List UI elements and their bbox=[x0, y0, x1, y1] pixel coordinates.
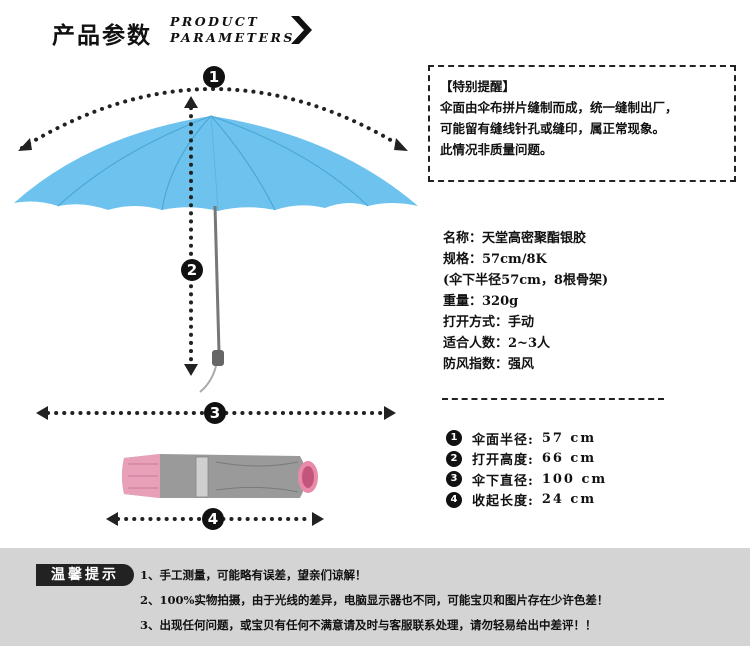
dimension-value: 57 cm bbox=[541, 430, 597, 446]
spec-weight: 重量：320g bbox=[443, 294, 519, 309]
dimension-list: 1 伞面半径: 57 cm 2 打开高度: 66 cm 3 伞下直径: 100 … bbox=[446, 428, 607, 510]
tip-1: 1、手工测量，可能略有误差，望亲们谅解！ bbox=[140, 568, 367, 582]
dimension-value: 66 cm bbox=[541, 451, 597, 467]
dimension-row: 2 打开高度: 66 cm bbox=[446, 449, 607, 470]
dimension-row: 3 伞下直径: 100 cm bbox=[446, 469, 607, 490]
dimension-label: 打开高度: bbox=[472, 453, 534, 469]
notice-line-3: 此情况非质量问题。 bbox=[440, 142, 553, 157]
umbrella-handle bbox=[212, 350, 224, 366]
dimension-label: 收起长度: bbox=[472, 494, 534, 510]
dimension-row: 4 收起长度: 24 cm bbox=[446, 490, 607, 511]
spec-open-mode: 打开方式：手动 bbox=[443, 315, 535, 330]
arc-arrow-left-icon bbox=[18, 138, 32, 151]
marker-1: 1 bbox=[203, 66, 225, 88]
notice-line-1: 伞面由伞布拼片缝制而成，统一缝制出厂， bbox=[440, 100, 678, 115]
marker-3: 3 bbox=[204, 402, 226, 424]
footer-tips: 温馨提示 1、手工测量，可能略有误差，望亲们谅解！ 2、100%实物拍摄，由于光… bbox=[0, 548, 750, 646]
notice-title: 【特别提醒】 bbox=[440, 79, 516, 94]
chevron-right-icon bbox=[291, 16, 312, 44]
tip-2: 2、100%实物拍摄，由于光线的差异，电脑显示器也不同，可能宝贝和图片存在少许色… bbox=[140, 593, 609, 607]
spec-size: 规格：57cm/8K bbox=[443, 252, 547, 267]
diameter-arrow-left-icon bbox=[36, 406, 48, 420]
svg-text:4: 4 bbox=[208, 510, 218, 528]
header-title-cn: 产品参数 bbox=[52, 23, 152, 49]
number-badge-icon: 2 bbox=[446, 450, 462, 467]
spec-capacity: 适合人数：2~3人 bbox=[443, 336, 550, 351]
header-title-en-line1: PRODUCT bbox=[170, 14, 260, 29]
dimension-value: 100 cm bbox=[541, 471, 608, 487]
number-badge-icon: 4 bbox=[446, 491, 462, 508]
radius-dotted-arc bbox=[20, 87, 406, 150]
svg-text:2: 2 bbox=[187, 261, 197, 279]
dimension-label: 伞面半径: bbox=[472, 432, 534, 448]
number-badge-icon: 3 bbox=[446, 471, 462, 488]
umbrella-diagram: 1 2 3 4 bbox=[14, 66, 418, 530]
tips-badge: 温馨提示 bbox=[36, 564, 134, 586]
height-arrow-up-icon bbox=[184, 96, 198, 108]
special-notice-box: 【特别提醒】 伞面由伞布拼片缝制而成，统一缝制出厂， 可能留有缝线针孔或缝印，属… bbox=[428, 65, 736, 182]
diameter-arrow-right-icon bbox=[384, 406, 396, 420]
dimension-row: 1 伞面半径: 57 cm bbox=[446, 428, 607, 449]
number-badge-icon: 1 bbox=[446, 430, 462, 447]
notice-line-2: 可能留有缝线针孔或缝印，属正常现象。 bbox=[440, 121, 666, 136]
spec-name: 名称：天堂高密聚酯银胶 bbox=[443, 231, 587, 246]
marker-4: 4 bbox=[202, 508, 224, 530]
dimension-label: 伞下直径: bbox=[472, 473, 534, 489]
spec-size-note: (伞下半径57cm，8根骨架) bbox=[443, 273, 609, 288]
umbrella-strap bbox=[199, 365, 217, 393]
dimension-value: 24 cm bbox=[541, 492, 597, 508]
svg-text:1: 1 bbox=[209, 68, 219, 86]
header-title-en-line2: PARAMETERS bbox=[170, 30, 295, 45]
umbrella-shaft bbox=[213, 205, 221, 353]
length-arrow-left-icon bbox=[106, 512, 118, 526]
arc-arrow-right-icon bbox=[394, 138, 408, 151]
divider bbox=[442, 398, 664, 400]
svg-text:3: 3 bbox=[210, 404, 220, 422]
height-arrow-down-icon bbox=[184, 364, 198, 376]
marker-2: 2 bbox=[181, 259, 203, 281]
spec-wind-resistance: 防风指数：强风 bbox=[443, 357, 535, 372]
spec-list: 名称：天堂高密聚酯银胶 规格：57cm/8K (伞下半径57cm，8根骨架) 重… bbox=[443, 228, 608, 375]
length-arrow-right-icon bbox=[312, 512, 324, 526]
folded-umbrella bbox=[122, 454, 318, 498]
umbrella-canopy bbox=[14, 115, 418, 212]
tip-3: 3、出现任何问题，或宝贝有任何不满意请及时与客服联系处理，请勿轻易给出中差评！！ bbox=[140, 618, 597, 632]
